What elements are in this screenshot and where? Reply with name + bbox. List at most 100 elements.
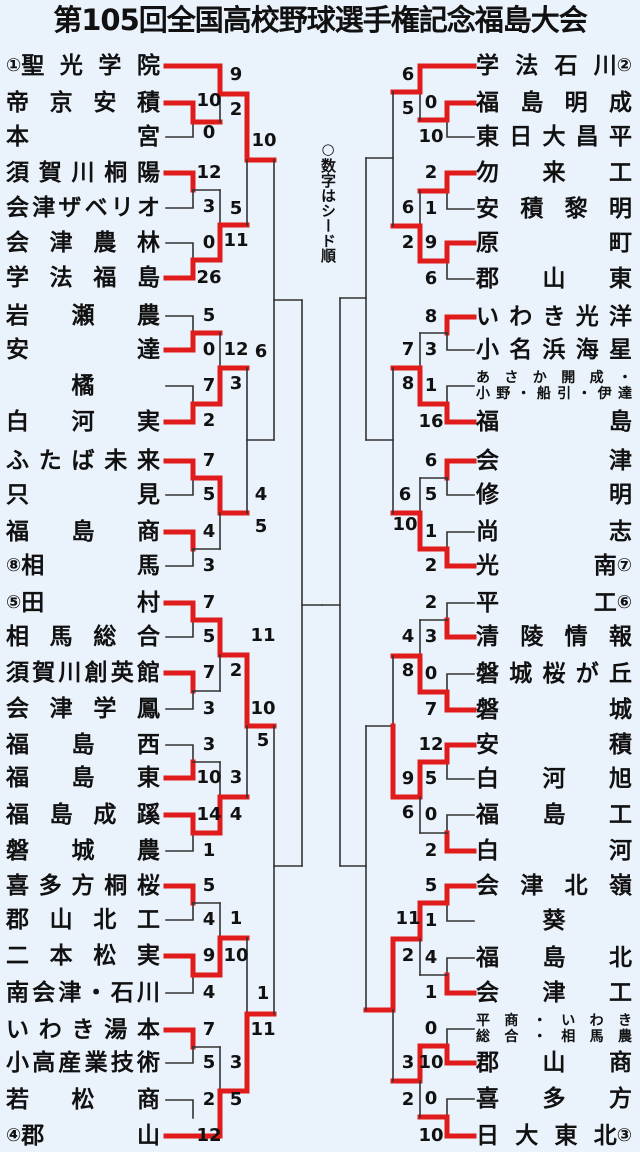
team-name: 勿来工 (476, 160, 632, 186)
bracket-line (444, 830, 477, 854)
team-right-24: 会津北嶺 (476, 871, 632, 901)
score-left-45: 7 (202, 1019, 216, 1040)
bracket-line (417, 63, 477, 95)
score-left-7: 3 (202, 196, 216, 217)
bracket-line (444, 314, 477, 336)
score-right-45: 3 (401, 1052, 415, 1073)
team-name: 会津 (476, 448, 632, 474)
score-right-42: 10 (418, 1052, 444, 1073)
page-title: 第105回全国高校野球選手権記念福島大会 (53, 3, 588, 37)
team-name: 小名浜海星 (476, 337, 632, 363)
seed-badge: ⑦ (616, 555, 632, 576)
team-right-12: 会津 (476, 446, 632, 476)
score-right-8: 9 (424, 232, 438, 253)
score-right-1: 6 (401, 64, 415, 85)
score-right-24: 3 (424, 626, 438, 647)
team-right-28: 平商・いわき総合・相馬農 (476, 1013, 632, 1045)
team-left-28: いわき湯本 (6, 1015, 160, 1045)
score-right-22: 10 (392, 514, 418, 535)
team-right-23: 白河 (476, 836, 632, 866)
team-name: 須賀川創英館 (6, 660, 160, 686)
score-right-17: 6 (424, 450, 438, 471)
team-name: 喜多方桐桜 (6, 873, 160, 899)
score-left-14: 12 (223, 339, 249, 360)
team-name: 尚志 (476, 519, 632, 545)
team-left-3: 本宮 (6, 122, 160, 152)
seed-badge: ⑤ (6, 592, 22, 613)
team-left-25: 郡山北工 (6, 905, 160, 935)
bracket-line (163, 100, 196, 125)
score-left-47: 3 (229, 1052, 243, 1073)
team-left-2: 帝京安積 (6, 88, 160, 118)
team-name: 須賀川桐陽 (6, 160, 160, 186)
team-left-26: 二本松実 (6, 941, 160, 971)
score-left-42: 9 (202, 945, 216, 966)
score-right-21: 6 (398, 484, 412, 505)
team-right-2: 福島明成 (476, 88, 632, 118)
score-right-13: 7 (401, 339, 415, 360)
team-name: いわき光洋 (476, 304, 632, 330)
team-right-30: 喜多方 (476, 1084, 632, 1114)
team-name: 相馬総合 (6, 624, 160, 650)
score-left-41: 1 (229, 908, 243, 929)
team-name: 磐城桜が丘 (476, 661, 632, 687)
team-name: 若松商 (6, 1087, 160, 1113)
team-name: 聖光学院 (21, 53, 160, 79)
score-left-50: 12 (196, 1125, 222, 1146)
score-left-22: 5 (254, 516, 268, 537)
bracket-line (163, 953, 196, 978)
bracket-line (217, 1088, 250, 1139)
score-right-23: 2 (424, 592, 438, 613)
score-right-2: 0 (424, 92, 438, 113)
team-right-8: いわき光洋 (476, 302, 632, 332)
score-right-16: 8 (401, 373, 415, 394)
bracket-line (163, 63, 223, 97)
score-left-26: 5 (202, 626, 216, 647)
score-left-27: 11 (250, 625, 276, 646)
bracket-line (165, 385, 194, 405)
score-right-3: 10 (418, 126, 444, 147)
bracket-line (446, 814, 475, 834)
bracket-line (444, 546, 477, 569)
seed-badge: ⑧ (6, 555, 22, 576)
bracket-line (446, 673, 475, 693)
team-left-21: 福島東 (6, 763, 160, 793)
team-name: 本宮 (6, 124, 160, 150)
team-left-10: 橘 (6, 371, 160, 401)
bracket-line (165, 1046, 194, 1064)
team-left-13: 只見 (6, 480, 160, 510)
team-name: 安積 (476, 732, 632, 758)
team-left-7: 学法福島 (6, 263, 160, 293)
bracket-line (244, 1011, 277, 1094)
seed-note: ○数字はシード順 (319, 140, 337, 263)
bracket-line (273, 725, 303, 867)
bracket-line (446, 531, 475, 550)
score-right-40: 1 (424, 982, 438, 1003)
team-left-24: 喜多方桐桜 (6, 871, 160, 901)
bracket-line (217, 365, 250, 407)
bracket-line (446, 260, 475, 280)
team-name: 郡山北工 (6, 907, 160, 933)
bracket-line (163, 257, 196, 281)
score-right-32: 0 (424, 804, 438, 825)
team-name: 白河旭 (476, 766, 632, 792)
team-name: 相馬 (21, 553, 160, 579)
score-right-6: 1 (424, 198, 438, 219)
score-left-36: 14 (196, 804, 222, 825)
score-right-31: 9 (401, 768, 415, 789)
score-left-29: 3 (202, 698, 216, 719)
team-name: 会津北嶺 (476, 873, 632, 899)
team-left-19: 会津学鳳 (6, 694, 160, 724)
team-name: 会津ザベリオ (6, 195, 160, 221)
score-left-48: 1 (256, 983, 270, 1004)
team-left-11: 白河実 (6, 407, 160, 437)
score-left-39: 5 (202, 875, 216, 896)
score-right-30: 5 (424, 768, 438, 789)
team-name: 学法福島 (6, 265, 160, 291)
score-right-9: 2 (401, 232, 415, 253)
score-left-46: 5 (202, 1052, 216, 1073)
score-left-20: 5 (202, 484, 216, 505)
